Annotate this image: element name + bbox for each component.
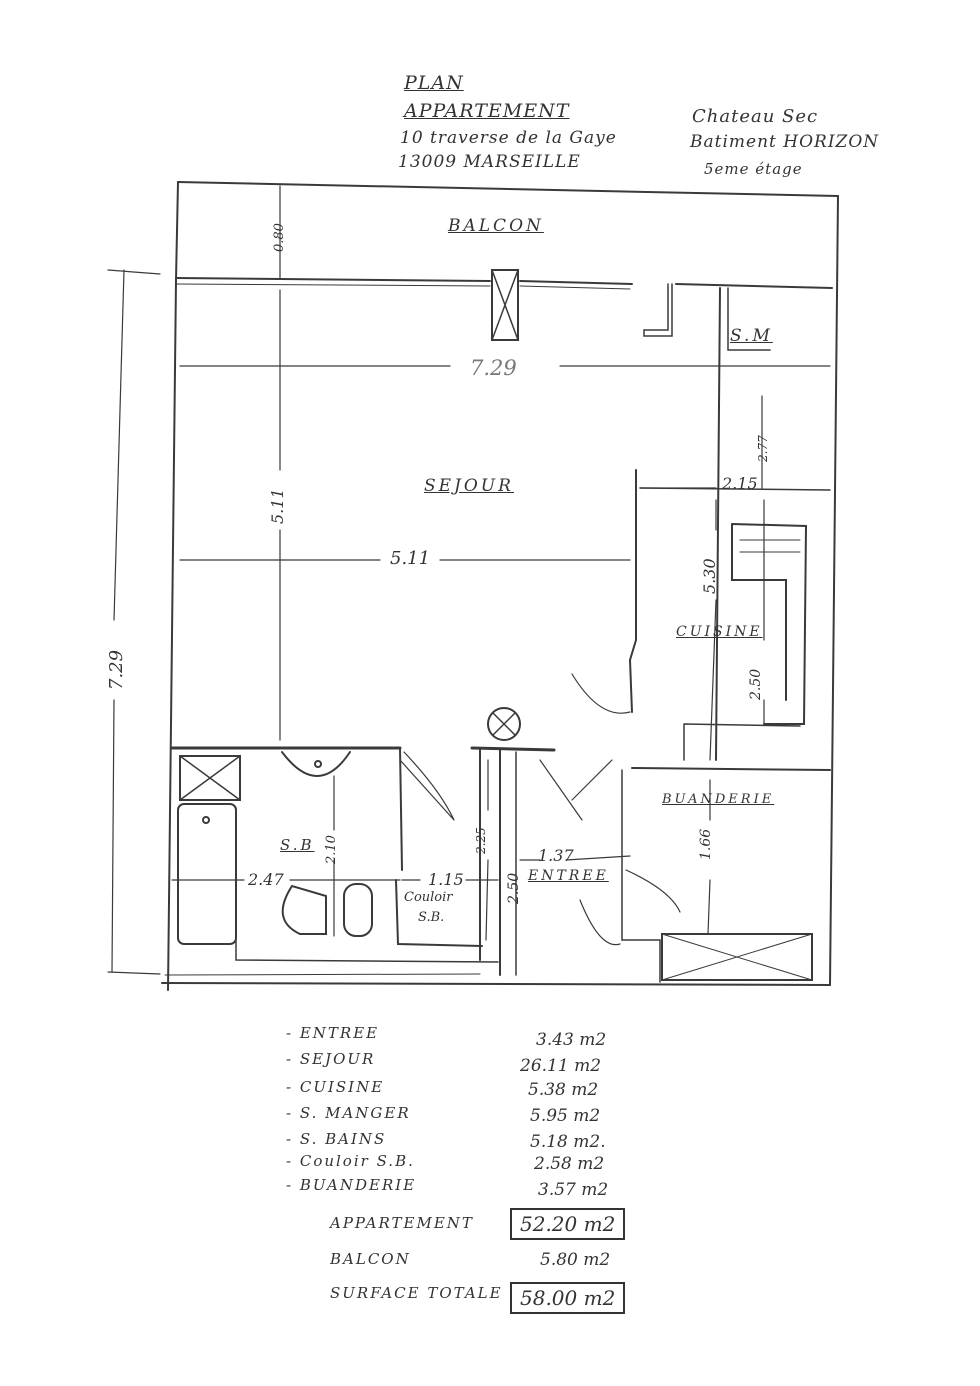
dim-kitchen-height: 2.50 [748, 668, 764, 700]
dim-balcon-depth: 0.80 [272, 223, 287, 252]
surface-label-s-manger: - S. MANGER [286, 1104, 411, 1122]
dim-couloir-width: 1.15 [428, 870, 464, 889]
room-label-sb: S.B [280, 836, 315, 854]
dim-sb-height: 2.10 [324, 835, 339, 864]
outer-wall-left [167, 181, 179, 991]
dim-sb-width: 2.47 [248, 870, 284, 889]
dim-sejour-height: 5.11 [268, 488, 287, 524]
room-label-entree: ENTREE [528, 868, 609, 884]
post-marker [491, 269, 519, 341]
surface-label-buanderie: - BUANDERIE [286, 1176, 417, 1194]
address-line-1: 10 traverse de la Gaye [400, 128, 617, 148]
total-balcon-value: 5.80 m2 [540, 1250, 611, 1270]
kitchen-counter [731, 523, 808, 725]
room-label-couloir-1: Couloir [404, 890, 453, 905]
dim-height-left: 7.29 [106, 649, 127, 690]
surface-label-entree: - ENTREE [286, 1024, 380, 1042]
door-entree [579, 899, 621, 946]
dim-couloir-height: 2.25 [474, 827, 488, 854]
room-label-cuisine: CUISINE [676, 624, 763, 640]
surface-value-sejour: 26.11 m2 [520, 1056, 602, 1076]
total-surface-label: SURFACE TOTALE [330, 1284, 503, 1302]
surface-value-buanderie: 3.57 m2 [538, 1180, 609, 1200]
surface-value-s-bains: 5.18 m2. [530, 1132, 606, 1152]
outer-wall-top [177, 181, 839, 197]
door-bathroom [399, 751, 455, 821]
shower-tray [179, 755, 241, 801]
surface-label-s-bains: - S. BAINS [286, 1130, 387, 1148]
door-buanderie [625, 869, 681, 913]
room-label-balcon: BALCON [448, 216, 544, 236]
surface-value-s-manger: 5.95 m2 [530, 1106, 601, 1126]
surface-value-cuisine: 5.38 m2 [528, 1080, 599, 1100]
washbasin [281, 751, 351, 777]
plan-title: PLAN [404, 72, 464, 94]
dim-kitchen-width: 2.15 [722, 474, 758, 493]
dim-sm-height: 2.77 [756, 435, 770, 462]
building-line-3: 5eme étage [704, 160, 803, 178]
dim-buanderie-height: 1.66 [698, 828, 714, 860]
address-line-2: 13009 MARSEILLE [398, 152, 581, 172]
total-surface-value: 58.00 m2 [510, 1282, 626, 1314]
room-label-sm: S.M [730, 326, 773, 346]
building-line-2: Batiment HORIZON [690, 132, 880, 152]
surface-label-couloir: - Couloir S.B. [286, 1152, 415, 1170]
bidet [343, 883, 373, 937]
toilet [281, 884, 327, 935]
outer-wall-bottom [161, 982, 831, 986]
room-label-buanderie: BUANDERIE [662, 792, 775, 807]
surface-value-entree: 3.43 m2 [536, 1030, 607, 1050]
building-line-1: Chateau Sec [692, 106, 819, 127]
dim-right-height: 5.30 [700, 558, 719, 594]
dim-entree-height: 2.50 [506, 872, 522, 904]
total-appartement-value: 52.20 m2 [510, 1208, 626, 1240]
plan-subtitle: APPARTEMENT [404, 100, 570, 122]
outer-wall-right [829, 195, 839, 986]
dim-sejour-width: 5.11 [390, 548, 431, 569]
dim-entree-width: 1.37 [538, 846, 574, 865]
surface-label-sejour: - SEJOUR [286, 1050, 376, 1068]
total-appartement-label: APPARTEMENT [330, 1214, 474, 1232]
surface-label-cuisine: - CUISINE [286, 1078, 385, 1096]
light-fixture [487, 707, 521, 741]
bathtub [177, 803, 237, 945]
room-label-sejour: SEJOUR [424, 476, 514, 496]
door-sejour [571, 673, 631, 714]
facade-wall [175, 277, 833, 289]
surface-value-couloir: 2.58 m2 [534, 1154, 605, 1174]
dim-width-top: 7.29 [470, 356, 517, 380]
total-balcon-label: BALCON [330, 1250, 411, 1268]
room-label-couloir-2: S.B. [418, 910, 445, 925]
